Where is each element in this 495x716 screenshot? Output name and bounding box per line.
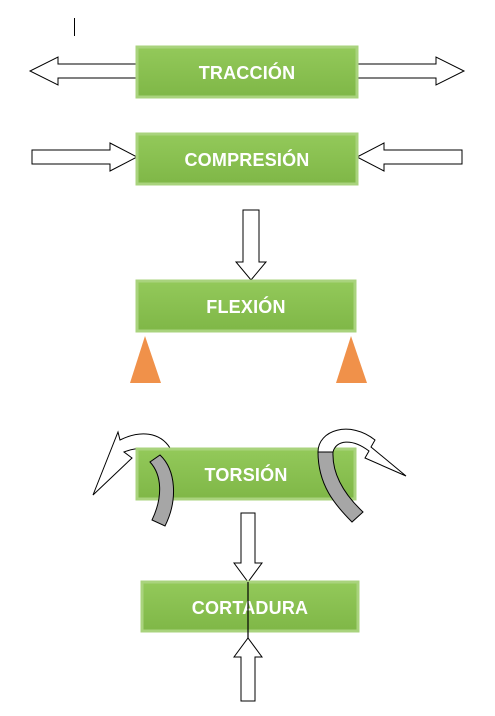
cortadura-label: CORTADURA — [192, 598, 308, 618]
flexion-label: FLEXIÓN — [206, 296, 285, 317]
compresion-group: COMPRESIÓN — [31, 132, 463, 186]
compresion-label: COMPRESIÓN — [184, 149, 309, 170]
compresion-box — [135, 132, 359, 186]
cortadura-up-arrow — [233, 637, 263, 702]
torsion-label: TORSIÓN — [204, 464, 287, 485]
compresion-left-arrow — [31, 142, 139, 172]
text-cursor — [74, 18, 75, 36]
flexion-down-arrow — [234, 209, 268, 281]
torsion-right-band — [317, 451, 364, 523]
flexion-group: FLEXIÓN — [130, 209, 367, 383]
right-support-triangle — [336, 336, 367, 383]
traccion-right-arrow — [356, 56, 466, 86]
torsion-right-arrow-head — [317, 428, 407, 477]
cortadura-group: CORTADURA — [140, 512, 360, 702]
traccion-box — [135, 45, 359, 99]
torsion-left-band — [149, 454, 174, 527]
traccion-group: TRACCIÓN — [28, 45, 466, 99]
torsion-group: TORSIÓN — [92, 428, 407, 527]
cortadura-box — [140, 580, 360, 633]
flexion-box — [135, 279, 357, 333]
traccion-left-arrow — [28, 56, 138, 86]
cortadura-down-arrow — [233, 512, 263, 583]
traccion-label: TRACCIÓN — [199, 62, 296, 83]
compresion-right-arrow — [355, 142, 463, 172]
left-support-triangle — [130, 336, 161, 383]
